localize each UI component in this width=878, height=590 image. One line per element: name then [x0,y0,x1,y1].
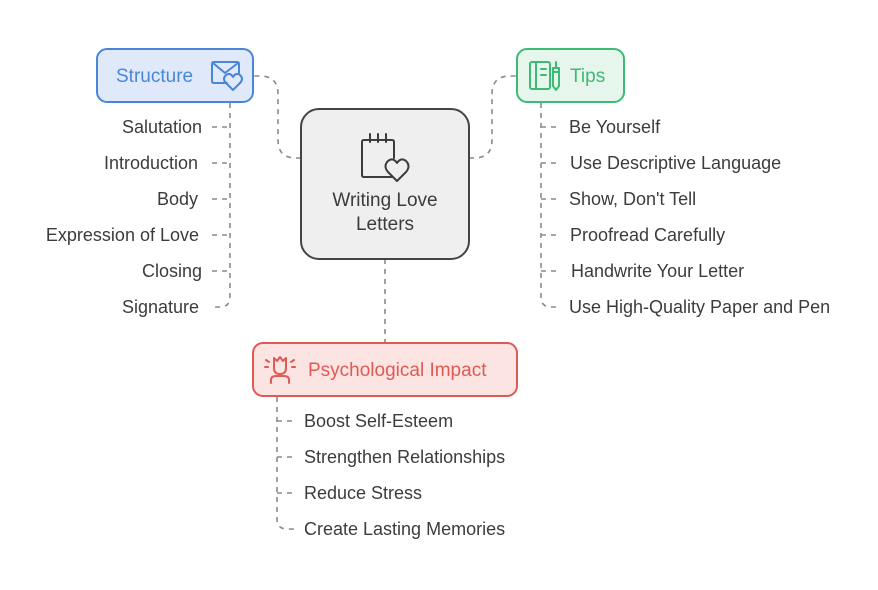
center-label-line-1: Writing Love [332,190,437,211]
branch-structure-title: Structure [116,66,193,87]
structure-item: Expression of Love [46,225,199,245]
branch-tips-title: Tips [570,66,605,87]
structure-item: Closing [142,261,202,281]
branch-impact-title: Psychological Impact [308,360,487,381]
tips-item: Handwrite Your Letter [571,261,744,281]
center-node: Writing Love Letters [300,108,470,260]
impact-item: Create Lasting Memories [304,519,505,539]
connector-center-tips [469,75,516,159]
branch-impact[interactable]: Psychological Impact [252,342,518,397]
notebook-pen-icon [529,61,560,91]
impact-item: Boost Self-Esteem [304,411,453,431]
branch-structure[interactable]: Structure [96,48,254,103]
structure-item: Body [157,189,198,209]
connectors [212,75,559,530]
person-sparkle-icon [264,356,296,384]
trunk-tips [540,103,559,308]
center-label-line-2: Letters [356,214,414,235]
structure-item: Introduction [104,153,198,173]
impact-item: Strengthen Relationships [304,447,505,467]
calendar-heart-icon [361,133,410,182]
tips-item: Use High-Quality Paper and Pen [569,297,830,317]
impact-item: Reduce Stress [304,483,422,503]
connector-center-structure [254,75,301,159]
tips-item: Proofread Carefully [570,225,725,245]
tips-item: Use Descriptive Language [570,153,781,173]
trunk-structure [212,103,231,308]
structure-item: Salutation [122,117,202,137]
mail-heart-icon [211,61,243,91]
tips-item: Show, Don't Tell [569,189,696,209]
structure-item: Signature [122,297,199,317]
trunk-impact [276,397,295,530]
branch-tips[interactable]: Tips [516,48,625,103]
tips-item: Be Yourself [569,117,661,137]
